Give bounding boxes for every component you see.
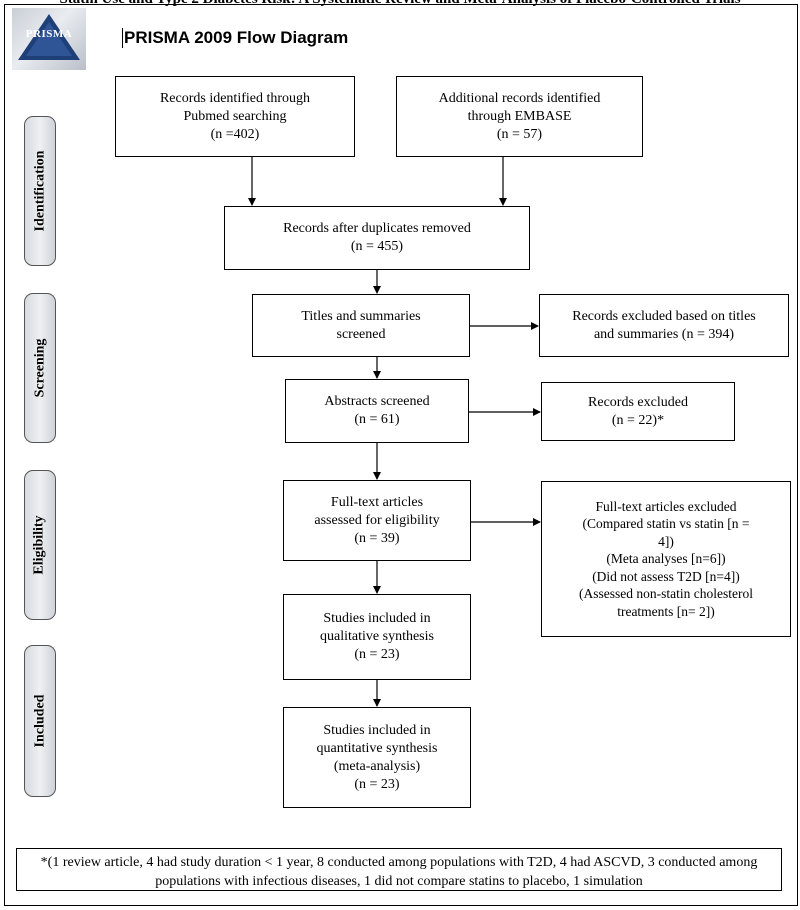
box-fulltext-excluded: Full-text articles excluded (Compared st… xyxy=(541,481,791,637)
box-abstracts-excluded-text: Records excluded (n = 22)* xyxy=(588,394,688,428)
box-duplicates-removed: Records after duplicates removed (n = 45… xyxy=(224,206,530,270)
box-fulltext-excluded-text: Full-text articles excluded (Compared st… xyxy=(579,498,753,619)
box-quantitative-synthesis: Studies included in quantitative synthes… xyxy=(283,707,471,808)
box-abstracts-screened: Abstracts screened (n = 61) xyxy=(285,379,469,443)
box-duplicates-text: Records after duplicates removed (n = 45… xyxy=(283,221,471,254)
box-embase-text: Additional records identified through EM… xyxy=(438,90,601,142)
text-cursor xyxy=(122,28,123,48)
logo-text: PRISMA xyxy=(25,28,73,40)
exclusion-footnote: *(1 review article, 4 had study duration… xyxy=(16,848,782,891)
stage-identification: Identification xyxy=(24,116,56,266)
box-titles-excluded: Records excluded based on titles and sum… xyxy=(539,294,789,357)
prisma-logo: PRISMA xyxy=(12,8,86,70)
box-fulltext-assessed: Full-text articles assessed for eligibil… xyxy=(283,480,471,561)
clipped-header-text: Statin Use and Type 2 Diabetes Risk: A S… xyxy=(0,0,800,8)
stage-included: Included xyxy=(24,645,56,797)
box-abstracts-excluded: Records excluded (n = 22)* xyxy=(541,382,735,441)
box-pubmed-text: Records identified through Pubmed search… xyxy=(159,90,311,142)
box-titles-screened: Titles and summaries screened xyxy=(252,294,470,357)
stage-screening: Screening xyxy=(24,293,56,443)
page-title: PRISMA 2009 Flow Diagram xyxy=(124,28,349,47)
logo-triangle-icon xyxy=(18,14,80,60)
diagram-frame xyxy=(4,4,798,906)
box-embase-records: Additional records identified through EM… xyxy=(396,76,643,157)
box-qualitative-text: Studies included in qualitative synthesi… xyxy=(320,611,434,662)
box-titles-text: Titles and summaries screened xyxy=(301,308,421,342)
box-abstracts-text: Abstracts screened (n = 61) xyxy=(324,394,430,427)
box-quantitative-text: Studies included in quantitative synthes… xyxy=(316,722,438,792)
box-pubmed-records: Records identified through Pubmed search… xyxy=(115,76,355,157)
stage-eligibility: Eligibility xyxy=(24,470,56,620)
box-titles-excluded-text: Records excluded based on titles and sum… xyxy=(572,308,756,342)
box-qualitative-synthesis: Studies included in qualitative synthesi… xyxy=(283,594,471,680)
footnote-text: *(1 review article, 4 had study duration… xyxy=(40,855,758,889)
box-fulltext-text: Full-text articles assessed for eligibil… xyxy=(314,494,440,546)
